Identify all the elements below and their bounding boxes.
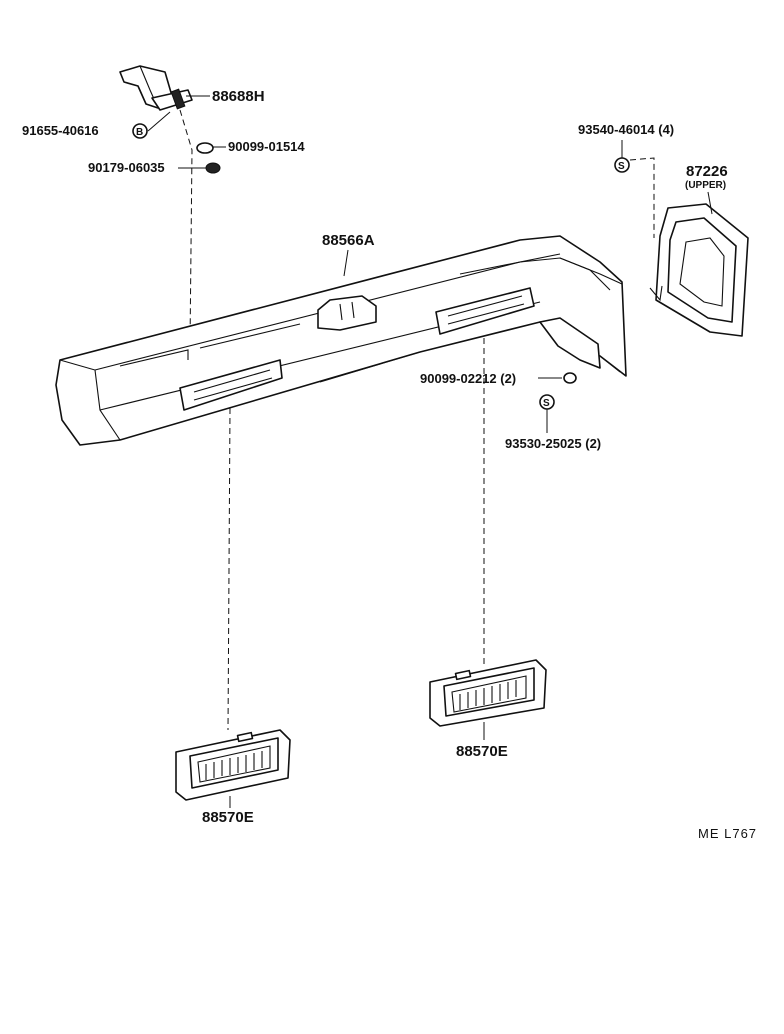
assembly-line-bracket [179,109,193,346]
b-mark-icon [132,123,148,139]
label-duct: 88566A [322,232,375,249]
assembly-line-vent-left [227,407,231,731]
leader-screw [147,111,171,132]
label-fastener: 93530-25025 (2) [505,436,601,451]
leader-duct [343,249,349,277]
s-mark-icon-upper [614,157,630,173]
panel-part [649,203,749,337]
s-mark-letter-upper: S [618,161,625,172]
label-grommet: 90099-02212 (2) [420,371,516,386]
s-mark-letter-lower: S [543,398,550,409]
label-nut: 90179-06035 [88,160,165,175]
grommet-part [563,372,577,384]
leader-panel [707,191,713,215]
label-vent-left: 88570E [202,809,254,826]
b-mark-letter: B [136,127,143,138]
label-screw-upper: 93540-46014 (4) [578,122,674,137]
footer-code: ME L767 [698,826,757,841]
bracket-part [119,65,193,111]
duct-part [55,235,627,446]
vent-left-part [175,729,291,801]
label-panel-note: (UPPER) [685,180,726,191]
label-screw: 91655-40616 [22,123,99,138]
nut-part [205,162,221,174]
washer-part [196,142,214,154]
label-washer: 90099-01514 [228,139,305,154]
label-bracket: 88688H [212,88,265,105]
assembly-line-panel [629,157,655,238]
label-vent-right: 88570E [456,743,508,760]
label-panel: 87226 [686,163,728,180]
vent-right-part [429,659,547,727]
